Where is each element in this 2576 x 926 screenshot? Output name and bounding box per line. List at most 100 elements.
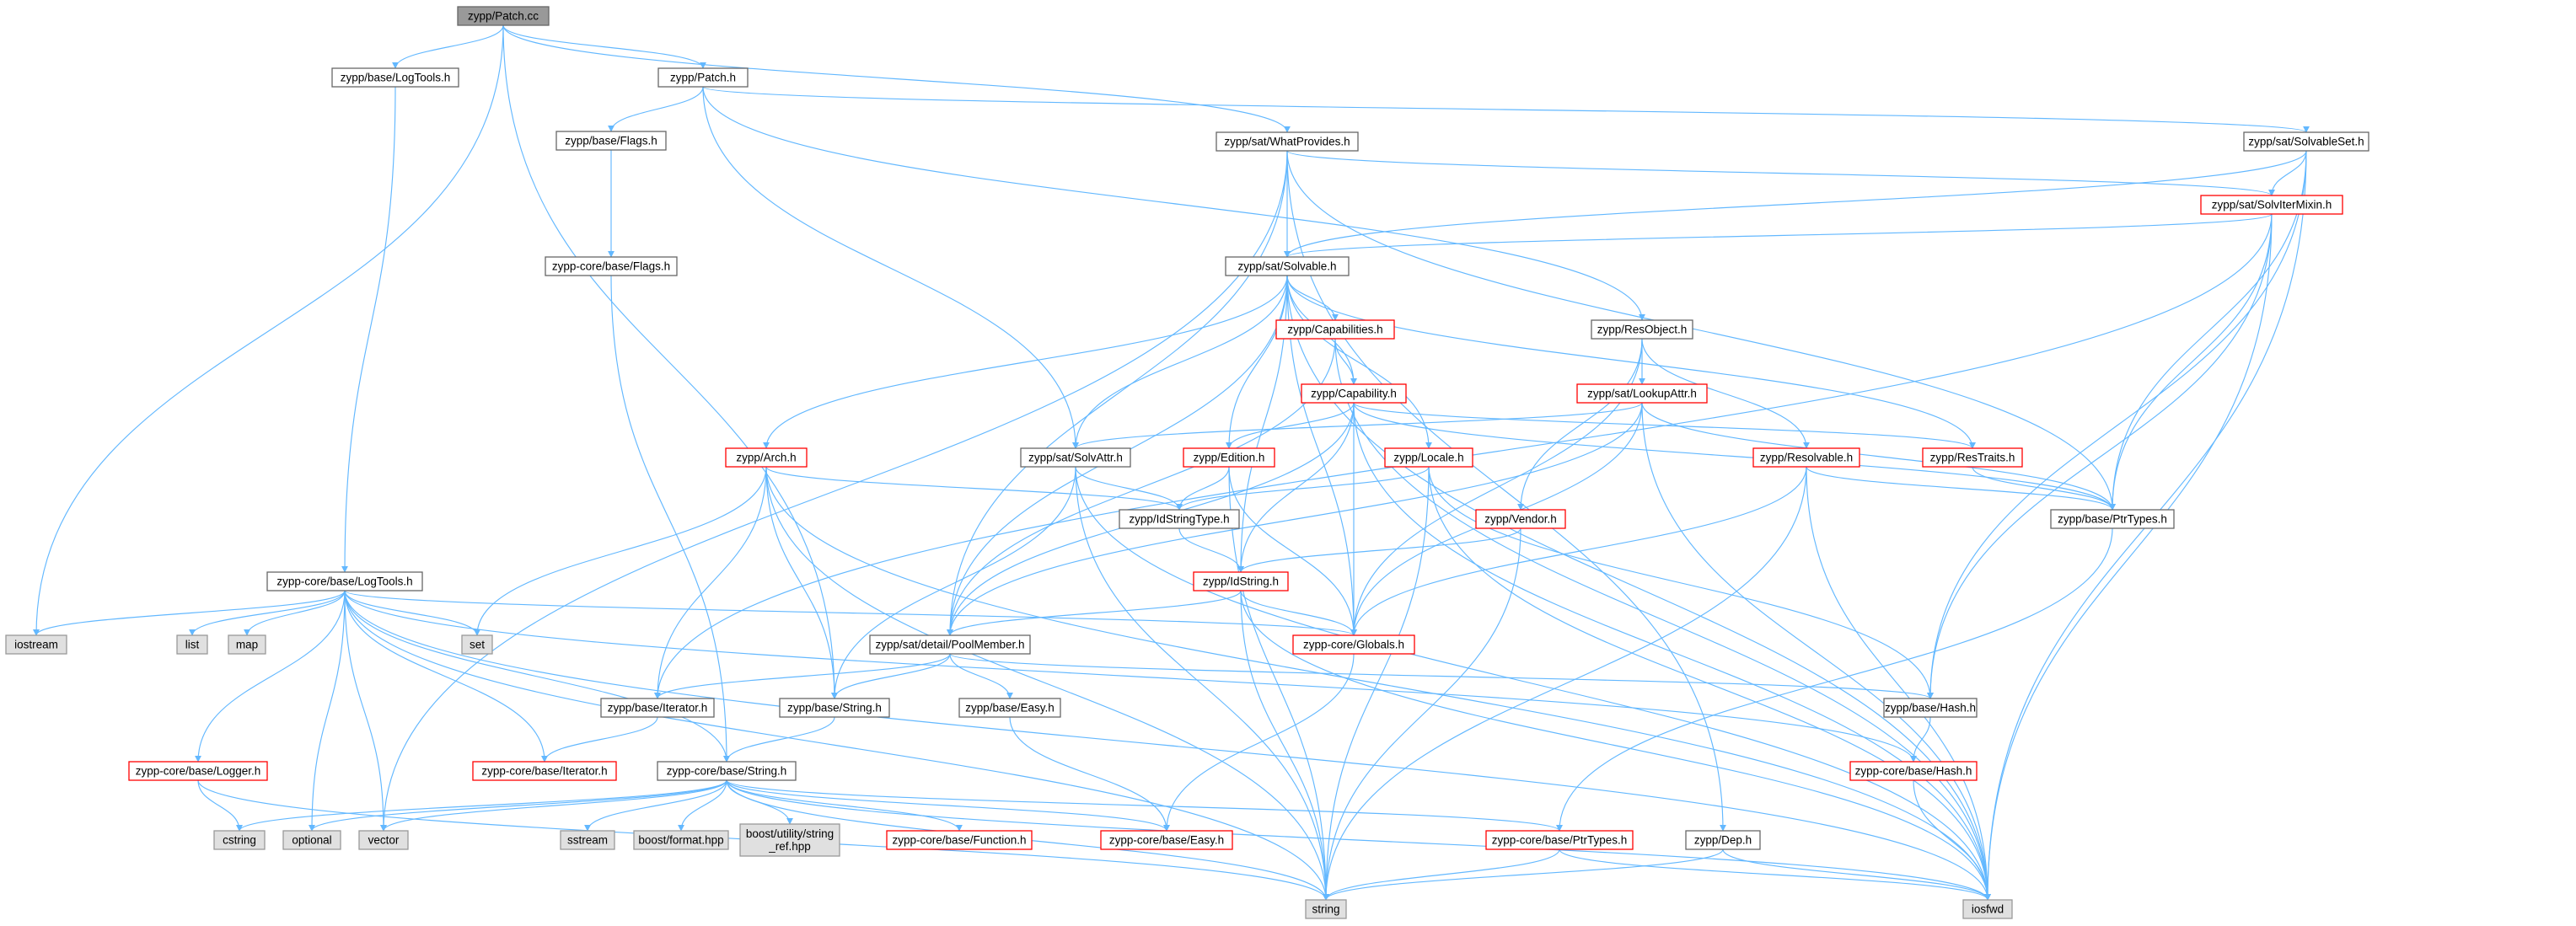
node-coreIterator[interactable]: zypp-core/base/Iterator.h [472, 761, 617, 781]
node-resolvable[interactable]: zypp/Resolvable.h [1752, 447, 1860, 468]
node-box [633, 830, 729, 850]
node-box [1685, 830, 1761, 850]
edge-ptrTypes-to-corePtrTypes [1556, 527, 2113, 832]
node-capability[interactable]: zypp/Capability.h [1301, 383, 1407, 404]
node-box [1100, 830, 1233, 850]
node-label: zypp/sat/LookupAttr.h [1587, 388, 1697, 400]
node-box [555, 131, 667, 151]
node-box [779, 698, 890, 718]
node-label: zypp/sat/Solvable.h [1237, 260, 1336, 273]
edge-solvableSet-to-solvIterMixin [2267, 150, 2307, 196]
node-box [266, 571, 423, 591]
edge-capability-to-iosfwd [1353, 402, 1992, 901]
node-box [1193, 571, 1289, 591]
edge-depH-to-string [1323, 848, 1724, 901]
node-iteratorH[interactable]: zypp/base/Iterator.h [600, 698, 715, 718]
node-optional: optional [282, 830, 341, 850]
node-lookupAttr[interactable]: zypp/sat/LookupAttr.h [1576, 383, 1708, 404]
edge-whatProvides-to-depH [1286, 150, 1727, 832]
node-label: map [236, 639, 258, 651]
node-poolMember[interactable]: zypp/sat/detail/PoolMember.h [869, 634, 1031, 655]
edge-resObject-to-globals [1350, 338, 1643, 636]
node-logger[interactable]: zypp-core/base/Logger.h [128, 761, 268, 781]
edge-coreLogTools-to-coreString [344, 590, 730, 763]
edge-coreLogTools-to-map [244, 590, 346, 636]
edge-resObject-to-vendor [1516, 338, 1643, 511]
node-solvableSet[interactable]: zypp/sat/SolvableSet.h [2243, 131, 2369, 152]
node-label: zypp/base/Easy.h [965, 702, 1055, 715]
node-baseString[interactable]: zypp/base/String.h [779, 698, 890, 718]
node-coreEasy[interactable]: zypp-core/base/Easy.h [1100, 830, 1233, 850]
node-idStringType[interactable]: zypp/IdStringType.h [1119, 509, 1240, 529]
node-patchH[interactable]: zypp/Patch.h [657, 67, 749, 88]
node-box [1275, 319, 1395, 340]
edge-resObject-to-resolvable [1641, 338, 1811, 449]
node-hashH[interactable]: zypp/base/Hash.h [1883, 698, 1978, 718]
node-coreFlags[interactable]: zypp-core/base/Flags.h [545, 256, 678, 276]
node-label: zypp/Vendor.h [1484, 513, 1557, 526]
node-coreHash[interactable]: zypp-core/base/Hash.h [1849, 761, 1978, 781]
edge-coreLogTools-to-optional [308, 590, 346, 832]
edge-solvIterMixin-to-hashH [1926, 213, 2273, 699]
node-coreString[interactable]: zypp-core/base/String.h [657, 761, 797, 781]
edge-corePtrTypes-to-iosfwd [1559, 848, 1991, 901]
node-label: zypp-core/base/Hash.h [1855, 765, 1972, 778]
edge-coreLogTools-to-iosfwd [344, 590, 1991, 901]
edge-solvIterMixin-to-ptrTypes [2108, 213, 2273, 511]
node-capabilities[interactable]: zypp/Capabilities.h [1275, 319, 1395, 340]
node-edition[interactable]: zypp/Edition.h [1183, 447, 1275, 468]
node-resObject[interactable]: zypp/ResObject.h [1591, 319, 1693, 340]
edge-solvableSet-to-solvable [1284, 150, 2307, 258]
node-idString[interactable]: zypp/IdString.h [1193, 571, 1289, 591]
node-ptrTypes[interactable]: zypp/base/PtrTypes.h [2050, 509, 2175, 529]
edge-root-to-iostream [32, 24, 504, 636]
edge-locale-to-hashH [1428, 466, 1934, 699]
node-solvable[interactable]: zypp/sat/Solvable.h [1225, 256, 1350, 276]
node-depH[interactable]: zypp/Dep.h [1685, 830, 1761, 850]
node-label: _ref.hpp [768, 840, 811, 853]
node-solvAttr[interactable]: zypp/sat/SolvAttr.h [1020, 447, 1131, 468]
edge-idStringType-to-idString [1178, 527, 1245, 573]
node-arch[interactable]: zypp/Arch.h [725, 447, 808, 468]
edge-solvIterMixin-to-iosfwd [1983, 213, 2273, 901]
node-label: list [185, 639, 200, 651]
node-easyH[interactable]: zypp/base/Easy.h [958, 698, 1061, 718]
node-box [5, 634, 67, 655]
node-label: zypp/Patch.cc [468, 10, 539, 23]
edge-whatProvides-to-poolMember [946, 150, 1288, 636]
node-globals[interactable]: zypp-core/Globals.h [1292, 634, 1415, 655]
edge-poolMember-to-baseString [831, 653, 951, 699]
node-baseLogTools[interactable]: zypp/base/LogTools.h [331, 67, 459, 88]
node-box [213, 830, 266, 850]
edge-coreString-to-corePtrTypes [726, 779, 1563, 832]
node-corePtrTypes[interactable]: zypp-core/base/PtrTypes.h [1485, 830, 1634, 850]
node-label: string [1312, 903, 1339, 916]
node-coreLogTools[interactable]: zypp-core/base/LogTools.h [266, 571, 423, 591]
node-box [1119, 509, 1240, 529]
edge-arch-to-idStringType [765, 466, 1183, 511]
edge-coreLogTools-to-coreIterator [344, 590, 549, 763]
node-coreFunction[interactable]: zypp-core/base/Function.h [886, 830, 1033, 850]
edge-capability-to-idString [1237, 402, 1355, 573]
node-label: iostream [14, 639, 58, 651]
edge-coreString-to-vector [380, 779, 727, 832]
edge-resolvable-to-string [1322, 466, 1807, 901]
edge-patchH-to-solvAttr [702, 86, 1080, 449]
node-vendor[interactable]: zypp/Vendor.h [1475, 509, 1566, 529]
node-label: zypp/sat/SolvableSet.h [2248, 136, 2364, 148]
node-box [1216, 131, 1359, 152]
node-box [176, 634, 208, 655]
node-baseFlags[interactable]: zypp/base/Flags.h [555, 131, 667, 151]
node-box [331, 67, 459, 88]
node-label: zypp/base/Flags.h [565, 135, 657, 147]
edge-solvableSet-to-ptrTypes [2108, 150, 2307, 511]
node-solvIterMixin[interactable]: zypp/sat/SolvIterMixin.h [2200, 195, 2343, 215]
edge-arch-to-baseString [765, 466, 839, 699]
node-whatProvides[interactable]: zypp/sat/WhatProvides.h [1216, 131, 1359, 152]
node-label: zypp/Capabilities.h [1287, 324, 1382, 336]
edge-resolvable-to-globals [1350, 466, 1807, 636]
node-locale[interactable]: zypp/Locale.h [1384, 447, 1473, 468]
node-box [1883, 698, 1978, 718]
node-resTraits[interactable]: zypp/ResTraits.h [1922, 447, 2023, 468]
node-label: zypp/base/PtrTypes.h [2058, 513, 2167, 526]
